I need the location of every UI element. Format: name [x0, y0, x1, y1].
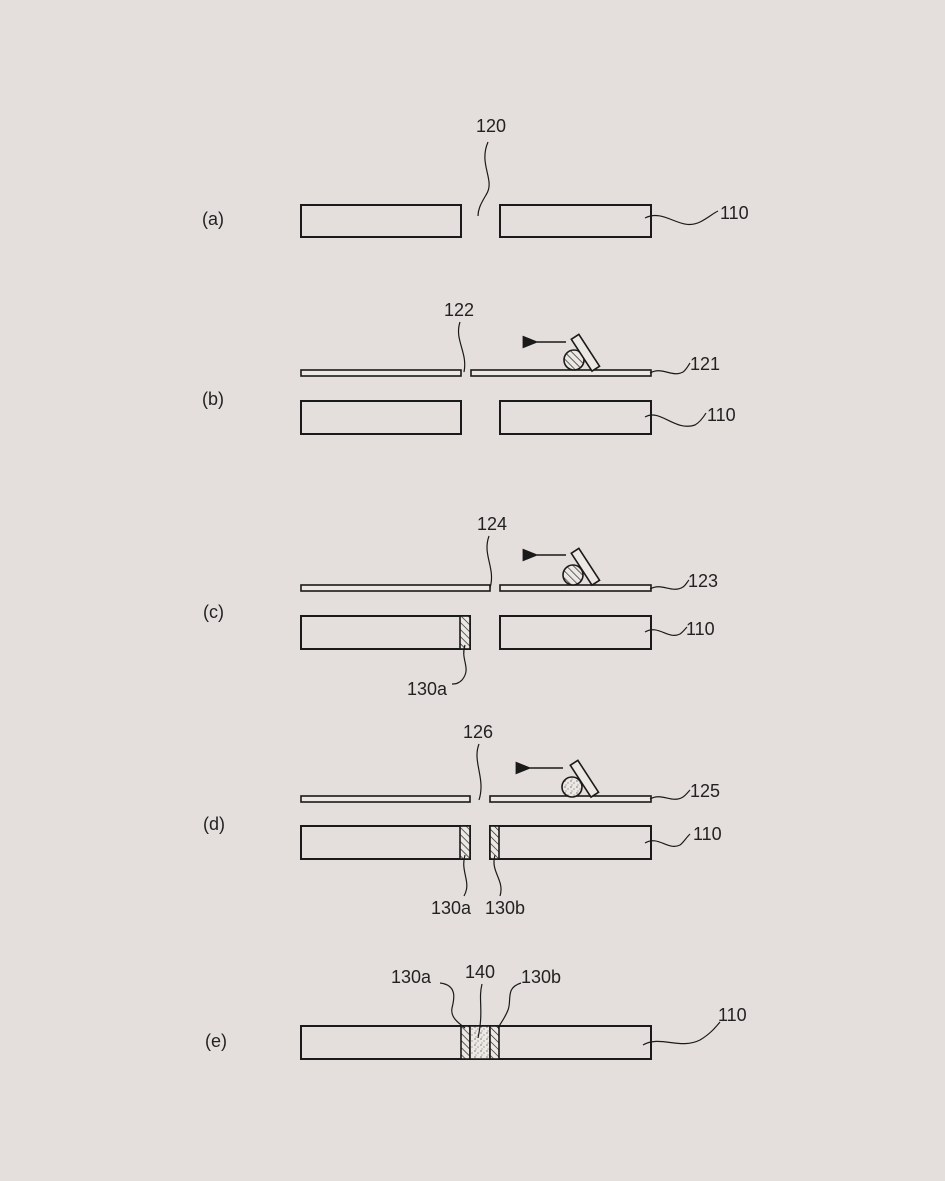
leader-110-b [644, 412, 707, 427]
ref-140: 140 [465, 962, 495, 982]
leader-123 [649, 579, 690, 590]
substrate-left [300, 615, 471, 650]
leader-130a-e [439, 982, 466, 1029]
mask-left [300, 584, 491, 592]
leader-126 [476, 743, 482, 801]
leader-130a-c [451, 644, 467, 685]
leader-140 [477, 983, 483, 1039]
layer-130a [459, 615, 471, 650]
leader-110-a [644, 210, 719, 225]
squeegee-icon [570, 547, 601, 587]
ref-121: 121 [690, 354, 720, 374]
layer-130b [489, 825, 500, 860]
layer-130a [460, 1025, 471, 1060]
substrate-left [300, 204, 462, 238]
ref-110-d: 110 [693, 824, 722, 844]
leader-122 [458, 321, 466, 373]
substrate-right [499, 615, 652, 650]
leader-110-e [642, 1021, 721, 1046]
panel-d: (d) 126 125 110 130a 130b [203, 722, 722, 918]
leader-110-c [644, 626, 688, 636]
mask-left [300, 795, 471, 803]
leader-130a-d [463, 854, 468, 897]
roller-icon [562, 564, 584, 586]
ref-110-a: 110 [720, 203, 749, 223]
ref-130a-e: 130a [391, 967, 432, 987]
panel-b: (b) 122 121 110 [202, 300, 736, 435]
ref-110-e: 110 [718, 1005, 747, 1025]
ref-123: 123 [688, 571, 718, 591]
ref-130a-c: 130a [407, 679, 448, 699]
leader-125 [649, 789, 691, 800]
ref-130a-d: 130a [431, 898, 472, 918]
substrate-right [499, 400, 652, 435]
ref-130b-e: 130b [521, 967, 561, 987]
squeegee-icon [570, 333, 601, 373]
ref-125: 125 [690, 781, 720, 801]
fill-140 [469, 1025, 491, 1060]
layer-130b [489, 1025, 500, 1060]
panel-label-b: (b) [202, 389, 224, 409]
ref-110-b: 110 [707, 405, 736, 425]
panel-label-a: (a) [202, 209, 224, 229]
panel-c: (c) 124 123 110 130a [203, 514, 718, 699]
mask-left [300, 369, 462, 377]
ref-120: 120 [476, 116, 506, 136]
mask-right [470, 369, 652, 377]
layer-130a [459, 825, 471, 860]
leader-130b-e [497, 982, 522, 1029]
ref-126: 126 [463, 722, 493, 742]
leader-110-d [644, 833, 691, 847]
mask-right [499, 584, 652, 592]
substrate-left [300, 825, 471, 860]
leader-121 [649, 362, 691, 375]
substrate-right [499, 204, 652, 238]
ref-124: 124 [477, 514, 507, 534]
ref-130b-d: 130b [485, 898, 525, 918]
substrate-left [300, 400, 462, 435]
squeegee-icon [569, 759, 600, 799]
panel-label-d: (d) [203, 814, 225, 834]
leader-130b-d [493, 854, 502, 897]
ref-110-c: 110 [686, 619, 715, 639]
ref-122: 122 [444, 300, 474, 320]
panel-e: (e) 130a 140 130b 110 [205, 962, 747, 1060]
leader-124 [486, 535, 492, 589]
panel-label-c: (c) [203, 602, 224, 622]
substrate-right [489, 825, 652, 860]
leader-120 [477, 141, 490, 217]
panel-label-e: (e) [205, 1031, 227, 1051]
panel-a: (a) 120 110 [202, 116, 749, 238]
roller-icon [561, 776, 583, 798]
